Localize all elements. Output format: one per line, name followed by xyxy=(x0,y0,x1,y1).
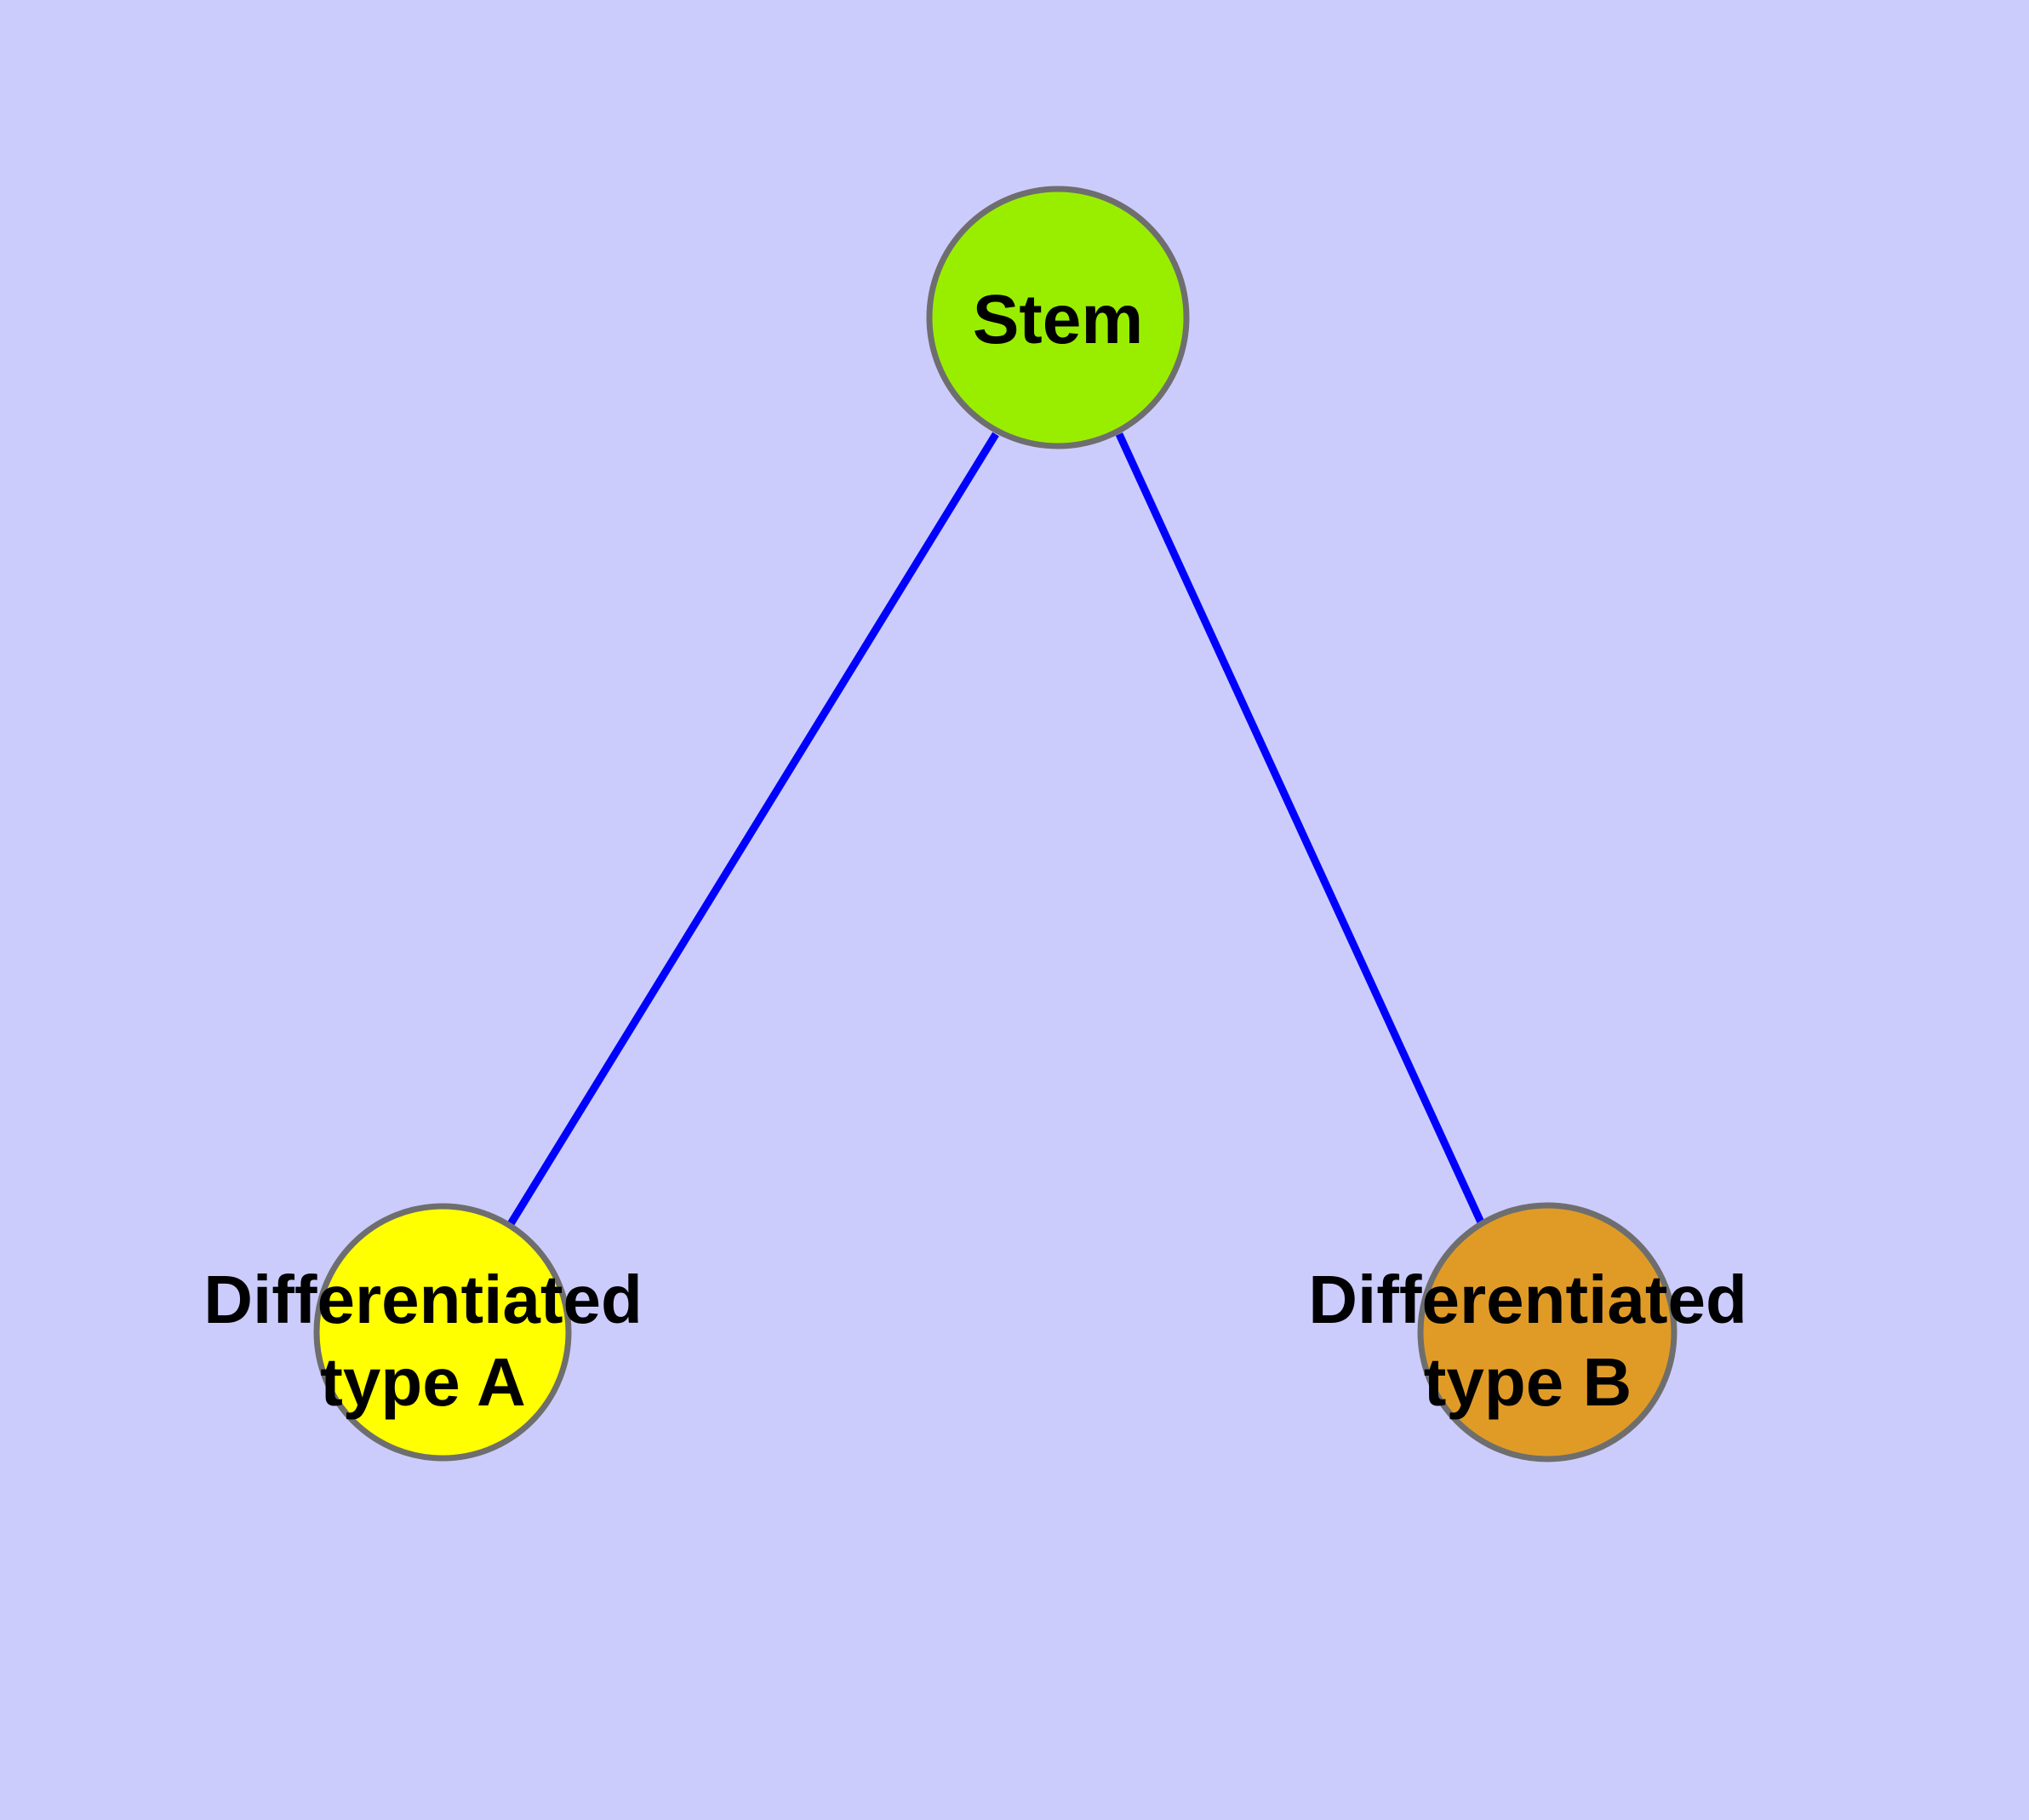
node-differentiated-type-b[interactable]: Differentiated type B xyxy=(1308,1202,1747,1462)
edge-layer xyxy=(506,432,1486,1229)
edge-stem-to-differentiated-type-a[interactable] xyxy=(506,432,999,1229)
node-differentiated-type-b-circle[interactable] xyxy=(1417,1202,1677,1462)
node-differentiated-type-b-label-line-1: Differentiated xyxy=(1308,1262,1747,1337)
node-differentiated-type-b-label-line-2: type B xyxy=(1424,1344,1632,1420)
node-stem[interactable]: Stem xyxy=(926,186,1190,449)
node-stem-label-line-1: Stem xyxy=(973,281,1144,358)
node-layer: Stem Differentiated type A Differentiate… xyxy=(203,186,1747,1462)
node-differentiated-type-a[interactable]: Differentiated type A xyxy=(203,1203,643,1462)
node-stem-circle[interactable] xyxy=(926,186,1190,449)
edge-stem-to-differentiated-type-b[interactable] xyxy=(1115,432,1486,1226)
node-differentiated-type-a-label-line-2: type A xyxy=(320,1344,526,1420)
node-differentiated-type-a-circle[interactable] xyxy=(313,1203,572,1462)
node-differentiated-type-a-label-line-1: Differentiated xyxy=(203,1262,643,1337)
